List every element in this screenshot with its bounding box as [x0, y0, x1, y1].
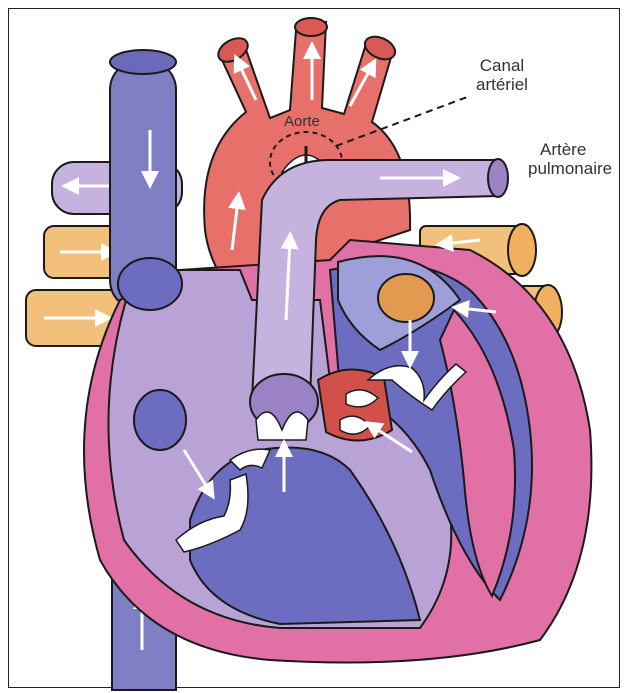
label-artere-pulmonaire-line2: pulmonaire — [528, 159, 612, 178]
label-artere-pulmonaire: Artère pulmonaire — [528, 140, 612, 178]
label-canal-arteriel-line1: Canal — [476, 56, 528, 75]
label-artere-pulmonaire-line1: Artère — [528, 140, 612, 159]
label-canal-arteriel-line2: artériel — [476, 75, 528, 94]
label-aorte: Aorte — [284, 112, 320, 131]
label-canal-arteriel: Canal artériel — [476, 56, 528, 94]
